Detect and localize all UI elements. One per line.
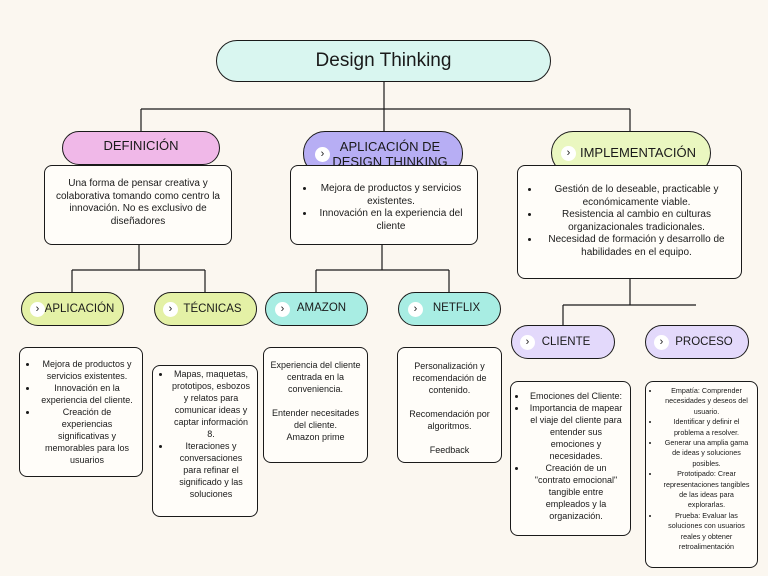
proceso-box: Empatía: Comprender necesidades y deseos… — [645, 381, 758, 568]
amazon-node: › AMAZON — [265, 292, 368, 326]
cliente-item: Creación de un "contrato emocional" tang… — [527, 462, 625, 522]
root-title: Design Thinking — [315, 50, 452, 71]
proceso-item: Identificar y definir el problema a reso… — [660, 417, 753, 438]
tecnicas-node: › TÉCNICAS — [154, 292, 257, 326]
chevron-right-icon: › — [163, 302, 178, 317]
cliente-item: Emociones del Cliente: — [527, 390, 625, 402]
cliente-label: CLIENTE — [541, 336, 591, 348]
implementacion-item: Necesidad de formación y desarrollo de h… — [540, 234, 733, 259]
chevron-right-icon: › — [520, 335, 535, 350]
proceso-item: Generar una amplia gama de ideas y soluc… — [660, 438, 753, 469]
aplicacion-item: Mejora de productos y servicios existent… — [38, 358, 136, 382]
aplicacion-node: › APLICACIÓN — [21, 292, 124, 326]
cliente-node: › CLIENTE — [511, 325, 615, 359]
amazon-box: Experiencia del cliente centrada en la c… — [263, 347, 368, 463]
netflix-box: Personalización y recomendación de conte… — [397, 347, 502, 463]
aplicacion-item: Creación de experiencias significativas … — [38, 406, 136, 466]
tecnicas-label: TÉCNICAS — [183, 303, 242, 315]
netflix-line: Feedback — [429, 445, 470, 455]
amazon-line: Experiencia del cliente centrada en la c… — [270, 360, 361, 394]
tecnicas-item: Mapas, maquetas, prototipos, esbozos y r… — [171, 368, 251, 440]
aplicacion-dt-label-line1: APLICACIÓN DE — [339, 138, 441, 154]
implementacion-item: Resistencia al cambio en culturas organi… — [540, 209, 733, 234]
netflix-node: › NETFLIX — [398, 292, 501, 326]
chevron-right-icon: › — [408, 302, 423, 317]
cliente-box: Emociones del Cliente: Importancia de ma… — [510, 381, 631, 536]
proceso-item: Empatía: Comprender necesidades y deseos… — [660, 386, 753, 417]
chevron-right-icon: › — [561, 146, 576, 161]
definicion-box: Una forma de pensar creativa y colaborat… — [44, 165, 232, 245]
aplicacion-dt-item: Mejora de productos y servicios existent… — [315, 183, 467, 208]
amazon-label: AMAZON — [296, 302, 347, 314]
aplicacion-label: APLICACIÓN — [44, 303, 115, 315]
aplicacion-dt-label-line2: DESIGN THINKING — [332, 153, 448, 169]
root-node: Design Thinking — [216, 40, 551, 82]
implementacion-box: Gestión de lo deseable, practicable y ec… — [517, 165, 742, 279]
aplicacion-item: Innovación en la experiencia del cliente… — [38, 382, 136, 406]
aplicacion-dt-box: Mejora de productos y servicios existent… — [290, 165, 478, 245]
definicion-label: DEFINICIÓN — [103, 137, 179, 153]
amazon-line: Amazon prime — [286, 432, 345, 442]
chevron-right-icon: › — [275, 302, 290, 317]
proceso-item: Prueba: Evaluar las soluciones con usuar… — [660, 511, 753, 553]
definicion-text: Una forma de pensar creativa y colaborat… — [56, 178, 220, 227]
aplicacion-box: Mejora de productos y servicios existent… — [19, 347, 143, 477]
proceso-item: Prototipado: Crear representaciones tang… — [660, 469, 753, 511]
netflix-line: Personalización y recomendación de conte… — [412, 361, 487, 395]
implementacion-label: IMPLEMENTACIÓN — [579, 144, 697, 160]
tecnicas-box: Mapas, maquetas, prototipos, esbozos y r… — [152, 365, 258, 517]
tecnicas-item: Iteraciones y conversaciones para refina… — [171, 440, 251, 500]
implementacion-item: Gestión de lo deseable, practicable y ec… — [540, 184, 733, 209]
cliente-item: Importancia de mapear el viaje del clien… — [527, 402, 625, 462]
chevron-right-icon: › — [30, 302, 45, 317]
netflix-line: Recomendación por algoritmos. — [409, 409, 490, 431]
netflix-label: NETFLIX — [432, 302, 481, 314]
chevron-right-icon: › — [654, 335, 669, 350]
proceso-label: PROCESO — [675, 336, 733, 348]
chevron-right-icon: › — [315, 147, 330, 162]
proceso-node: › PROCESO — [645, 325, 749, 359]
amazon-line: Entender necesitades del cliente. — [271, 408, 360, 430]
aplicacion-dt-item: Innovación en la experiencia del cliente — [315, 208, 467, 233]
definicion-node: DEFINICIÓN — [62, 131, 220, 165]
